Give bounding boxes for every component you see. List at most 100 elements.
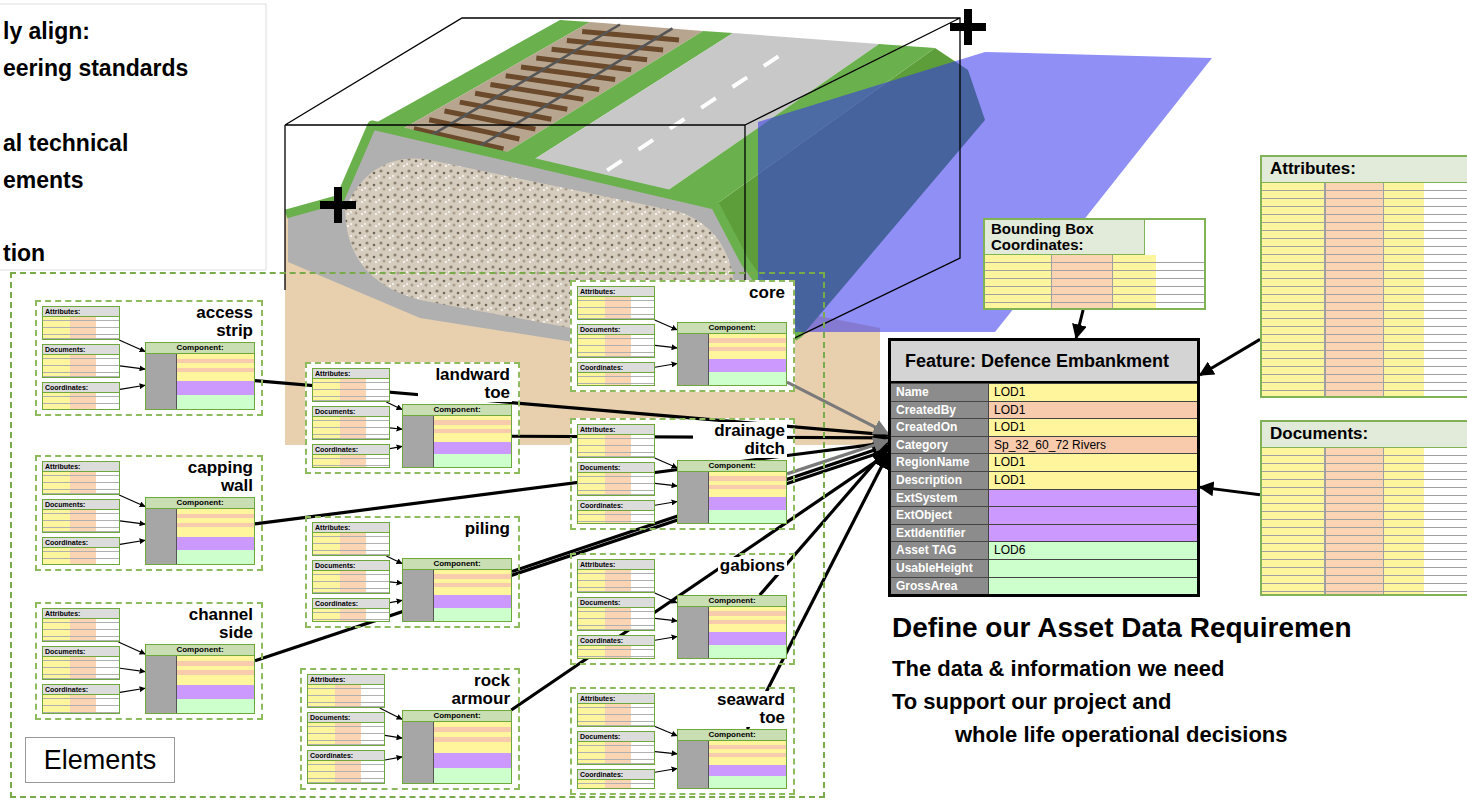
mini-table: Documents: — [42, 499, 120, 533]
mini-body-cells — [43, 510, 119, 532]
row-value-cell: Sp_32_60_72 Rivers — [989, 437, 1197, 454]
mini-heading-bar: Attributes: — [578, 560, 654, 570]
component-body-cells — [403, 416, 511, 467]
arrow-connector — [390, 446, 402, 448]
arrow-connector — [120, 668, 145, 671]
mini-heading: Coordinates: — [580, 502, 623, 509]
element-name-patch: landward toe — [418, 366, 512, 402]
mini-heading-bar: Documents: — [43, 500, 119, 510]
mini-table: Coordinates: — [42, 684, 120, 714]
label-holder: The data & information we need — [892, 656, 1224, 682]
table-body-cells — [985, 255, 1204, 308]
mini-table: Coordinates: — [312, 444, 390, 468]
element-name-patch: channel side — [161, 606, 255, 642]
element-group: access stripAttributes:Documents:Coordin… — [35, 300, 263, 416]
row-key-cell: ExtObject — [891, 507, 989, 524]
mini-body-cells — [43, 393, 119, 409]
element-name: access strip — [196, 303, 253, 340]
caption-text: The data & information we need — [892, 656, 1224, 681]
mini-heading-bar: Documents: — [578, 598, 654, 608]
table-heading-bar: Attributes: — [1262, 157, 1467, 183]
elements-heading: Elements — [44, 745, 157, 776]
component-heading: Component: — [708, 323, 755, 332]
caption-text: ly align: — [3, 18, 90, 44]
bbox-table: Bounding Box Coordinates: — [983, 218, 1206, 310]
arrow-connector — [119, 340, 145, 352]
arrow-connector — [655, 636, 677, 640]
mini-table: Coordinates: — [577, 500, 655, 524]
arrow-connector — [1076, 310, 1083, 338]
mini-table: Attributes: — [312, 522, 390, 556]
row-key: GrossArea — [896, 579, 957, 593]
table-heading-bar: Feature: Defence Embankment — [891, 341, 1197, 383]
row-key: Description — [896, 473, 962, 487]
arrow-connector — [655, 618, 677, 620]
arrow-connector — [655, 483, 677, 485]
group-grounds — [35, 280, 795, 795]
label-holder: tion — [3, 240, 45, 267]
mini-table: Attributes: — [307, 674, 385, 708]
mini-heading-bar: Attributes: — [43, 307, 119, 317]
component-heading: Component: — [433, 711, 480, 720]
mini-heading: Documents: — [310, 714, 350, 721]
mini-table: Attributes: — [577, 559, 655, 593]
mini-heading-bar: Attributes: — [308, 675, 384, 685]
element-name: rock armour — [451, 671, 510, 708]
component-table: Component: — [145, 342, 255, 410]
mini-body-cells — [578, 704, 654, 726]
mini-table: Attributes: — [577, 286, 655, 320]
row-value-cell: LOD1 — [989, 472, 1197, 489]
row-key: RegionName — [896, 455, 969, 469]
element-name: drainage ditch — [714, 421, 785, 458]
mini-heading: Attributes: — [45, 308, 80, 315]
arrow-connector — [120, 385, 145, 389]
mini-table: Documents: — [42, 344, 120, 378]
label-holder: ements — [3, 167, 84, 194]
mini-body-cells — [313, 417, 389, 439]
mini-heading: Documents: — [315, 408, 355, 415]
row-key: CreatedOn — [896, 420, 957, 434]
group-ground — [305, 362, 520, 474]
mini-body-cells — [43, 657, 119, 679]
element-group: gabionsAttributes:Documents:Coordinates:… — [570, 553, 795, 665]
component-heading: Component: — [708, 596, 755, 605]
caption-text: tion — [3, 240, 45, 266]
mini-body-cells — [43, 619, 119, 641]
mini-heading: Documents: — [45, 501, 85, 508]
mini-heading-bar: Coordinates: — [313, 445, 389, 455]
row-key: ExtSystem — [896, 491, 957, 505]
mini-heading: Documents: — [580, 326, 620, 333]
mini-heading: Coordinates: — [315, 600, 358, 607]
element-name-patch: access strip — [161, 304, 255, 340]
mini-heading-bar: Documents: — [313, 561, 389, 571]
group-ground — [305, 516, 520, 628]
mini-table: Coordinates: — [577, 362, 655, 386]
component-heading-bar: Component: — [403, 711, 511, 722]
table-row: GrossArea — [891, 577, 1197, 595]
mini-heading-bar: Attributes: — [43, 462, 119, 472]
mini-heading-bar: Documents: — [43, 647, 119, 657]
group-ground — [570, 418, 795, 530]
row-value-cell: LOD1 — [989, 419, 1197, 436]
mini-heading: Coordinates: — [580, 637, 623, 644]
mini-heading: Documents: — [580, 464, 620, 471]
element-name: seaward toe — [717, 690, 785, 727]
table-row: CreatedByLOD1 — [891, 401, 1197, 419]
element-group: rock armourAttributes:Documents:Coordina… — [300, 668, 520, 790]
element-group: capping wallAttributes:Documents:Coordin… — [35, 455, 263, 571]
mini-table: Documents: — [577, 462, 655, 496]
element-group: channel sideAttributes:Documents:Coordin… — [35, 602, 263, 720]
arrow-connector — [511, 453, 888, 710]
component-heading: Component: — [433, 559, 480, 568]
element-name: core — [749, 283, 785, 302]
row-key: Category — [896, 438, 948, 452]
element-group: landward toeAttributes:Documents:Coordin… — [305, 362, 520, 474]
mini-table: Coordinates: — [42, 537, 120, 565]
group-ground — [570, 687, 795, 795]
component-table: Component: — [677, 322, 787, 386]
mini-heading-bar: Attributes: — [313, 523, 389, 533]
mini-body-cells — [43, 548, 119, 564]
mini-heading: Coordinates: — [315, 446, 358, 453]
label-holder: eering standards — [3, 55, 188, 82]
component-heading-bar: Component: — [146, 498, 254, 509]
